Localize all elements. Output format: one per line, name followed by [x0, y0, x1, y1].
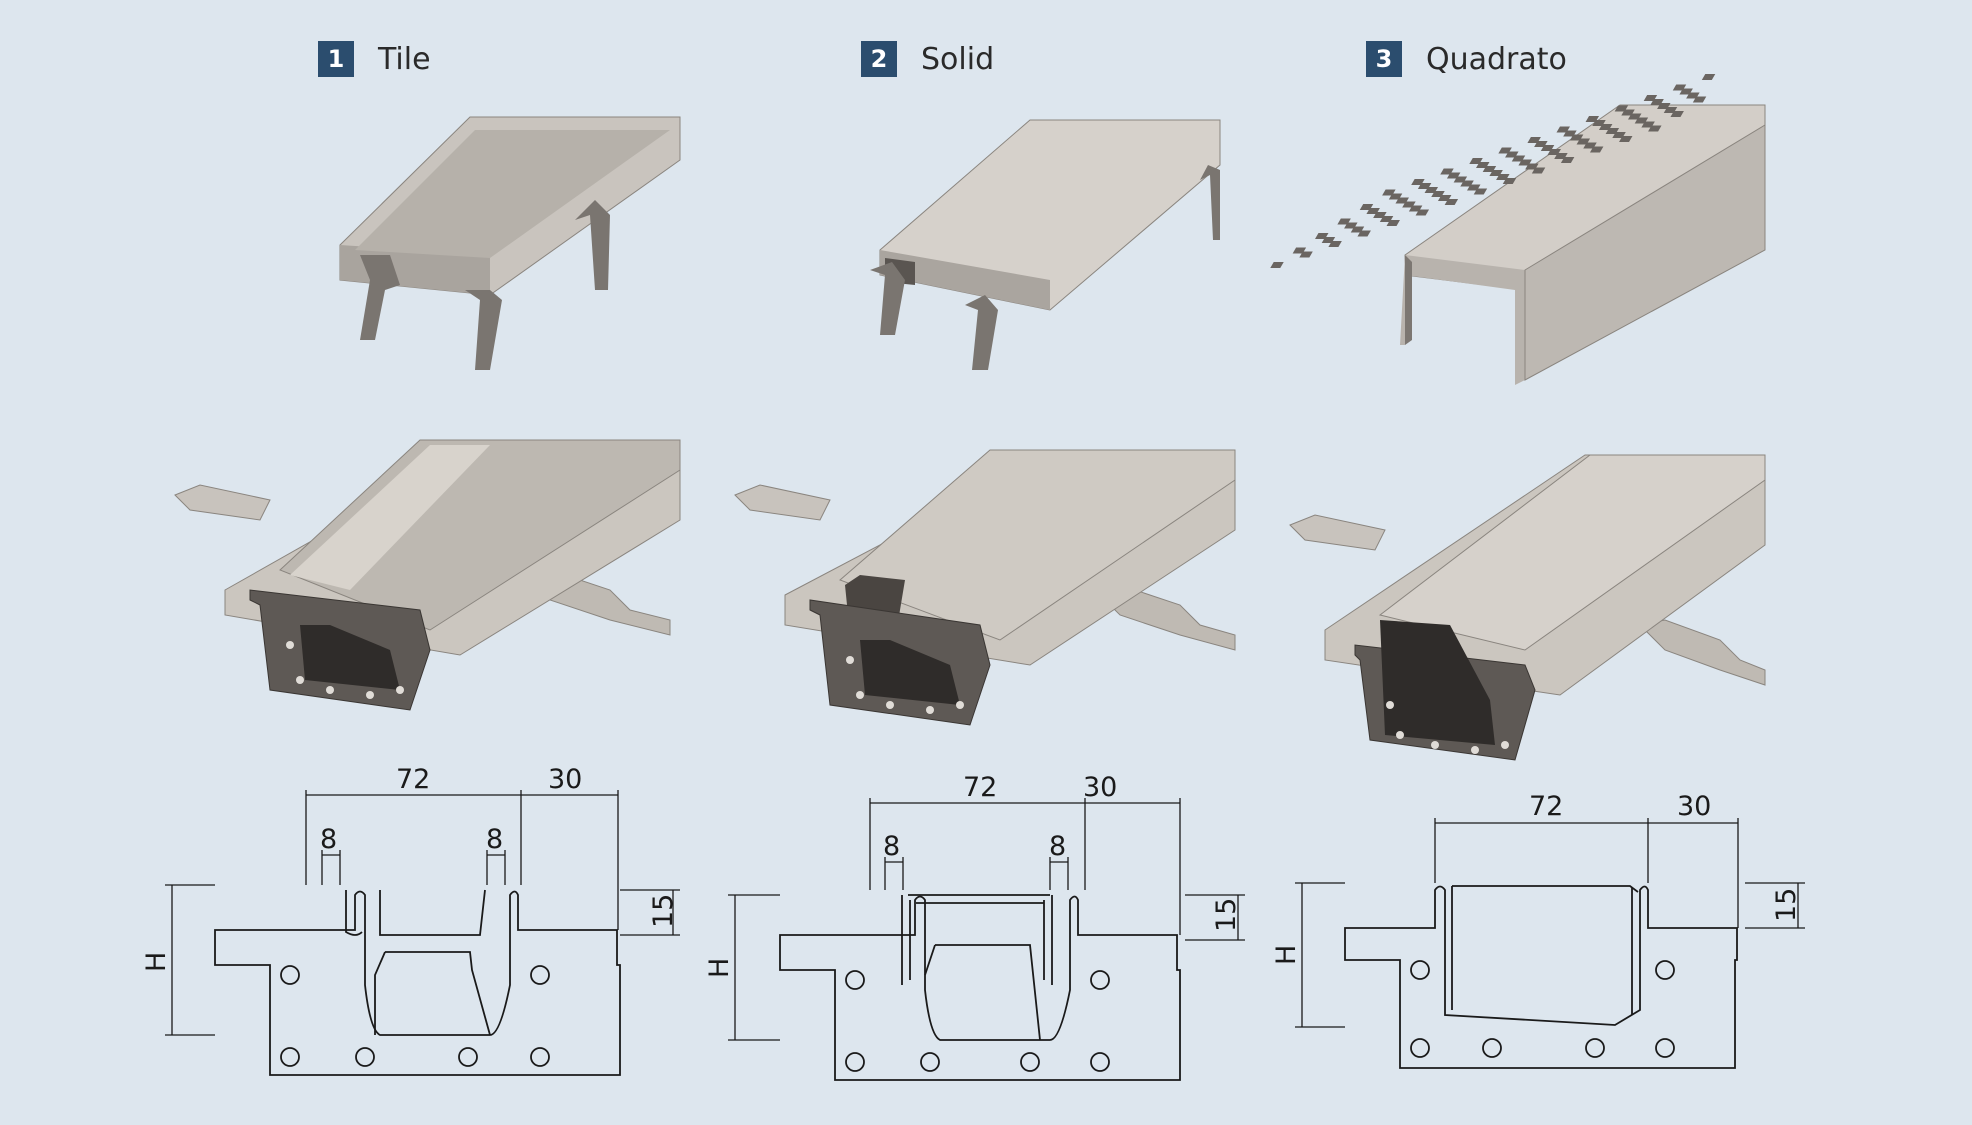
product-column-quadrato: 3 Quadrato: [1240, 0, 1880, 1125]
solid-grate-render: [870, 119, 1221, 370]
dimension-wall-left: 8: [320, 824, 337, 855]
product-title: Solid: [921, 41, 995, 77]
tile-grate-render: [339, 116, 681, 370]
dimension-flange-height: 15: [1771, 888, 1802, 922]
dimension-wall-right: 8: [1049, 831, 1066, 862]
dimension-flange-height: 15: [648, 894, 679, 928]
perforation-hole: [1585, 116, 1600, 122]
product-header-quadrato: 3 Quadrato: [1366, 40, 1567, 78]
tile-cross-section: [214, 889, 621, 1076]
product-header-tile: 1 Tile: [318, 40, 431, 78]
product-title: Quadrato: [1426, 41, 1567, 77]
quadrato-channel-render: [1289, 454, 1766, 761]
solid-illustration: 72 30 8 8 15 H: [704, 119, 1245, 1081]
perforation-hole: [1440, 168, 1454, 175]
perforation-hole: [1382, 189, 1396, 196]
tile-dimension-lines: [165, 790, 680, 1036]
perforation-hole: [1337, 218, 1351, 225]
perforation-hole: [1556, 126, 1570, 133]
perforation-hole: [1527, 137, 1541, 143]
dimension-flange-height: 15: [1211, 898, 1242, 932]
tile-channel-render: [174, 439, 681, 711]
product-number-badge: 2: [861, 41, 897, 77]
product-column-solid: 2 Solid: [680, 0, 1320, 1125]
perforation-hole: [1411, 179, 1425, 185]
tile-illustration: 72 30 8 8 15 H: [141, 116, 681, 1076]
dimension-height: H: [704, 958, 735, 978]
dimension-wall-right: 8: [486, 824, 503, 855]
dimension-height: H: [141, 952, 172, 972]
perforation-hole: [1292, 247, 1307, 254]
dimension-flange-width: 30: [1083, 772, 1117, 803]
solid-cross-section: [779, 894, 1181, 1081]
dimension-wall-left: 8: [883, 831, 900, 862]
product-number-badge: 3: [1366, 41, 1402, 77]
dimension-flange-width: 30: [548, 764, 582, 795]
perforation-hole: [1469, 158, 1483, 164]
quadrato-illustration: 72 30 15 H: [1270, 74, 1805, 1069]
dimension-channel-width: 72: [396, 764, 430, 795]
perforation-hole: [1701, 74, 1716, 80]
grate-perforations: [1270, 74, 1716, 268]
perforation-hole: [1614, 105, 1629, 112]
perforation-hole: [1498, 147, 1512, 154]
solid-channel-render: [734, 449, 1236, 726]
product-number-badge: 1: [318, 41, 354, 77]
dimension-flange-width: 30: [1677, 791, 1711, 822]
quadrato-cross-section: [1344, 885, 1738, 1069]
dimension-channel-width: 72: [1529, 791, 1563, 822]
perforation-hole: [1643, 95, 1658, 101]
solid-dimension-lines: [728, 798, 1245, 1041]
dimension-height: H: [1271, 945, 1302, 965]
perforation-hole: [1315, 233, 1329, 239]
perforation-hole: [1672, 84, 1687, 91]
quadrato-dimension-lines: [1295, 818, 1805, 1028]
perforation-hole: [1359, 204, 1374, 210]
product-title: Tile: [378, 41, 431, 77]
quadrato-grate-render: [1270, 74, 1766, 385]
product-header-solid: 2 Solid: [861, 40, 994, 78]
dimension-channel-width: 72: [963, 772, 997, 803]
product-column-tile: 1 Tile: [130, 0, 770, 1125]
perforation-hole: [1270, 262, 1284, 268]
